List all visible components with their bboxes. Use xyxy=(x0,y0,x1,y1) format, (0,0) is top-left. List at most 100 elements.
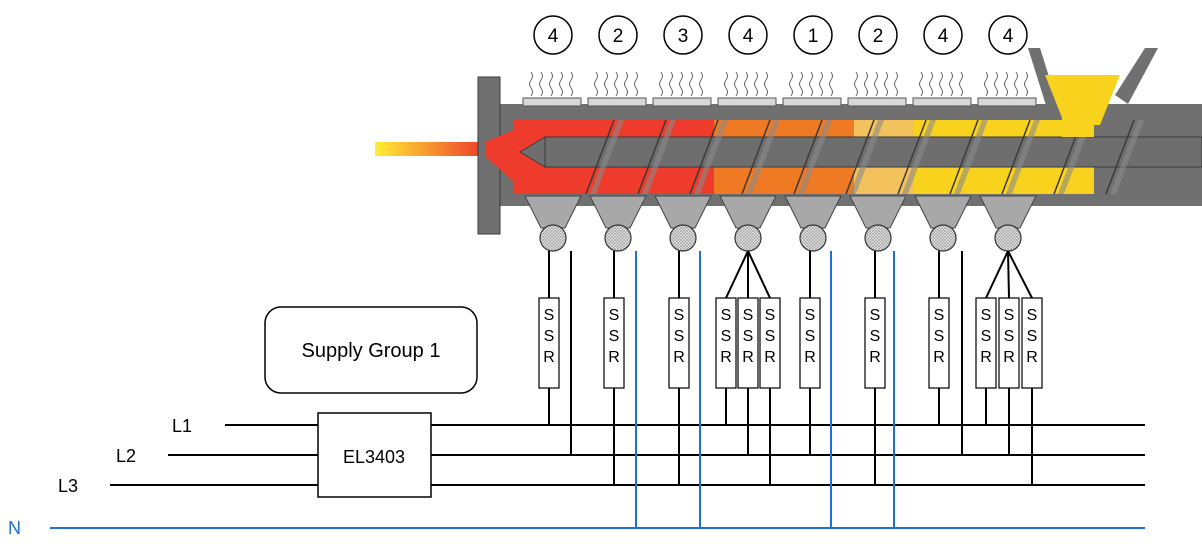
cooling-funnel xyxy=(719,195,777,229)
ssr-letter: S xyxy=(544,328,555,345)
heat-wave-icon xyxy=(854,71,858,97)
l2-label: L2 xyxy=(116,446,136,466)
heat-wave-icon xyxy=(819,71,823,97)
ssr-letter: S xyxy=(743,307,754,324)
heat-wave-icon xyxy=(829,71,833,97)
ssr-letter: R xyxy=(742,349,754,366)
zone-number: 3 xyxy=(678,26,689,47)
fan-icon xyxy=(929,224,957,252)
heat-wave-icon xyxy=(699,71,703,97)
cooling-funnel xyxy=(914,195,972,229)
screw-flight-face xyxy=(902,120,936,194)
screw-flight-face xyxy=(590,120,624,194)
screw-flight xyxy=(741,119,771,195)
cooling-funnel xyxy=(979,195,1037,229)
ssr-letter: R xyxy=(1026,349,1038,366)
ssr-letter: R xyxy=(673,349,685,366)
heater-band xyxy=(782,97,842,107)
heat-wave-icon xyxy=(689,71,693,97)
heater-zones xyxy=(522,71,1037,107)
zone-number: 4 xyxy=(938,26,949,47)
screw-flight-face xyxy=(1110,120,1144,194)
screw-flight-face xyxy=(694,120,728,194)
ssr-letter: R xyxy=(933,349,945,366)
ssr-letter: S xyxy=(870,328,881,345)
feed-material xyxy=(1062,112,1094,137)
heat-wave-icon xyxy=(894,71,898,97)
heater-band xyxy=(652,97,712,107)
ssr-letter: S xyxy=(544,307,555,324)
ssr-letter: S xyxy=(934,307,945,324)
heat-wave-icon xyxy=(754,71,758,97)
screw-flight xyxy=(793,119,823,195)
heat-wave-icon xyxy=(1024,71,1028,97)
wire xyxy=(725,250,749,299)
ssr-letter: S xyxy=(981,307,992,324)
screw-flight xyxy=(845,119,875,195)
ssr-letter: S xyxy=(934,328,945,345)
zone-badge-circle xyxy=(923,15,963,55)
ssr-letter: R xyxy=(869,349,881,366)
ssr-letter: S xyxy=(805,307,816,324)
fan-icon xyxy=(994,224,1022,252)
hopper-wall-right xyxy=(1115,48,1158,104)
zone-number: 2 xyxy=(613,26,624,47)
hopper-wall xyxy=(1028,48,1062,118)
heat-wave-icon xyxy=(594,71,598,97)
cooling-funnel xyxy=(524,195,582,229)
fan-icon xyxy=(604,224,632,252)
heat-wave-icon xyxy=(809,71,813,97)
heat-wave-icon xyxy=(959,71,963,97)
supply-group-label: Supply Group 1 xyxy=(302,340,441,362)
heat-wave-icon xyxy=(874,71,878,97)
cooling-funnel xyxy=(589,195,647,229)
screw-flight xyxy=(1105,119,1135,195)
ssr-letter: S xyxy=(805,328,816,345)
melt-output-stream xyxy=(375,142,485,156)
heater-band xyxy=(587,97,647,107)
heat-wave-icon xyxy=(1014,71,1018,97)
fan-icon xyxy=(539,224,567,252)
zone-number: 4 xyxy=(1003,26,1014,47)
heat-wave-icon xyxy=(679,71,683,97)
ssr-letter: S xyxy=(870,307,881,324)
zone-badge-circle xyxy=(793,15,833,55)
screw-tip xyxy=(519,136,546,168)
ssr-letter: R xyxy=(608,349,620,366)
cooling-funnel xyxy=(784,195,842,229)
heat-wave-icon xyxy=(614,71,618,97)
heat-wave-icon xyxy=(919,71,923,97)
l1-label: L1 xyxy=(172,416,192,436)
ssr-letter: S xyxy=(721,307,732,324)
heat-wave-icon xyxy=(1004,71,1008,97)
ssr-letter: S xyxy=(1027,328,1038,345)
screw-flight xyxy=(1001,119,1031,195)
heat-wave-icon xyxy=(884,71,888,97)
screw-flight xyxy=(897,119,927,195)
ssr-letter: S xyxy=(743,328,754,345)
ssr-letter: S xyxy=(721,328,732,345)
ssr-letter: S xyxy=(765,307,776,324)
zone-badge-circle xyxy=(728,15,768,55)
ssr-letter: R xyxy=(720,349,732,366)
zone-badge-circle xyxy=(598,15,638,55)
heat-wave-icon xyxy=(724,71,728,97)
ssr-letter: R xyxy=(804,349,816,366)
heater-band xyxy=(522,97,582,107)
ssr-letter: R xyxy=(1003,349,1015,366)
screw-flight xyxy=(949,119,979,195)
wire xyxy=(985,250,1009,299)
screw-flight-face xyxy=(1058,120,1092,194)
heat-wave-icon xyxy=(734,71,738,97)
ssr-letter: S xyxy=(609,307,620,324)
nozzle-taper xyxy=(485,130,514,182)
zone-badge-circle xyxy=(533,15,573,55)
fan-icon xyxy=(734,224,762,252)
heat-wave-icon xyxy=(764,71,768,97)
heat-wave-icon xyxy=(604,71,608,97)
ssr-letter: S xyxy=(981,328,992,345)
heat-wave-icon xyxy=(864,71,868,97)
zone-number: 4 xyxy=(548,26,559,47)
